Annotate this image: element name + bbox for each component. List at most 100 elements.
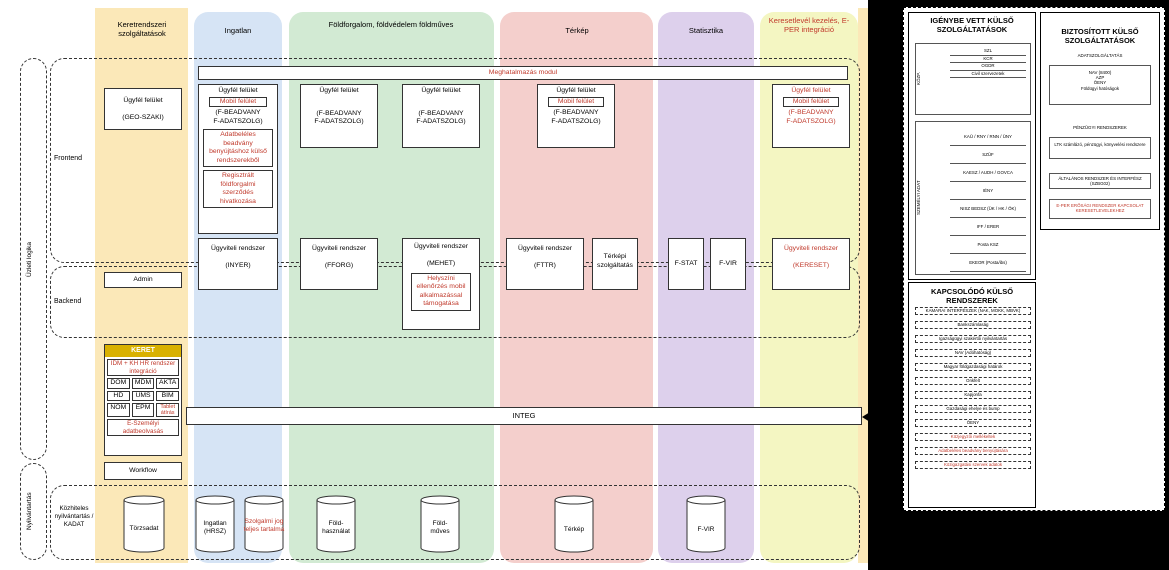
szemelyi-item: KAÜ / RNY / RNN / ÜNY — [950, 128, 1026, 146]
kapcs-item: Adatbeléles beadvány benyújtására — [915, 447, 1031, 455]
kapcs-item: Gazdasági ehelye és bump — [915, 405, 1031, 413]
biz-penzugy-box: LTK számlázó, pénzügyi, könyvelési rends… — [1049, 137, 1151, 159]
f-vir-box: F-VIR — [710, 238, 746, 290]
external-services-panel: IGÉNYBE VETT KÜLSŐ SZOLGÁLTATÁSOK KÖZP. … — [903, 7, 1165, 511]
keret-title: KERET — [105, 345, 181, 357]
kozp-item: OGDR — [950, 63, 1026, 71]
szemelyi-label: SZEMÉLYI ADAT — [916, 180, 921, 216]
e-szemelyi-adatbeolvasas: E-Személyi adatbeolvasás — [107, 419, 179, 436]
ugyviteli-kereset: Ügyviteli rendszer (KERESET) — [772, 238, 850, 290]
column-header-keret: Keretrendszeri szolgáltatások — [117, 20, 167, 38]
kapcs-item: KAMARAI INTERFÉSZEK (NAK, MOKK, MBVK) — [915, 307, 1031, 315]
biz-altalanos-box: ÁLTALÁNOS RENDSZER ÉS INTERFÉSZ (SZBG02) — [1049, 173, 1151, 189]
kapcsolodo-section: KAPCSOLÓDÓ KÜLSŐ RENDSZEREK KAMARAI INTE… — [908, 282, 1036, 508]
cylinder-ingatlan — [195, 495, 235, 553]
column-header-terkep: Térkép — [565, 26, 589, 35]
kozp-group: KÖZP. SZL KCR OGDR Civil szervezetek — [915, 43, 1031, 115]
beadvany-label: (F-BEADVANY F-ADATSZOLG) — [416, 109, 466, 126]
beadvany-label: (F-BEADVANY F-ADATSZOLG) — [786, 109, 836, 125]
integ-bar: INTEG — [186, 407, 862, 425]
mobil-felulet: Mobil felület — [548, 96, 604, 107]
cylinder-label-fvir: F-VIR — [697, 526, 715, 533]
biztositott-section: BIZTOSÍTOTT KÜLSŐ SZOLGÁLTATÁSOK ADATSZO… — [1040, 12, 1160, 230]
ugyfel-felulet-fold-1: Ügyfél felület (F-BEADVANY F-ADATSZOLG) — [300, 84, 378, 148]
lane-nyilvantartas — [20, 463, 47, 560]
szemelyi-item: SZÜF — [950, 146, 1026, 164]
keret-cell-ums: UMS — [131, 390, 155, 401]
column-header-ingatlan: Ingatlan — [224, 26, 252, 35]
ugyfel-felulet-label: Ügyfél felület — [556, 87, 596, 94]
ugyviteli-fttr: Ügyviteli rendszer (FTTR) — [506, 238, 584, 290]
kapcs-item: Magyar földgazdasági határok — [915, 363, 1031, 371]
szemelyi-group: SZEMÉLYI ADAT KAÜ / RNY / RNN / ÜNY SZÜF… — [915, 121, 1031, 275]
kozp-item: KCR — [950, 56, 1026, 63]
diagram-canvas: Keretrendszeri szolgáltatások Ingatlan F… — [0, 0, 868, 570]
szemelyi-item: IFF / ERER — [950, 218, 1026, 236]
cylinder-torzsadat — [123, 495, 165, 553]
szemelyi-item: NISZ BEDSZ (ÜK / HK / ÖK) — [950, 200, 1026, 218]
biz-penzugy-label: PÉNZÜGYI RENDSZEREK — [1073, 125, 1127, 130]
meghatalmazas-modul: Meghatalmazás modul — [198, 66, 848, 80]
beadvany-label: (F-BEADVANY F-ADATSZOLG) — [314, 109, 364, 126]
keret-cell-epm: EPM — [131, 403, 155, 417]
admin-box: Admin — [104, 272, 182, 288]
cylinder-label-foldhasznalat: Föld- használat — [322, 520, 350, 535]
kapcs-item: Közigazgatási szervek adatok — [915, 461, 1031, 469]
mobil-felulet: Mobil felület — [209, 96, 267, 107]
kapcs-item: Bankszámlaság — [915, 321, 1031, 329]
helyszini-ellenorzes-box: Helyszíni ellenőrzés mobil alkalmazással… — [411, 272, 471, 311]
keret-cell-nom: NOM — [107, 403, 130, 417]
biztositott-title: BIZTOSÍTOTT KÜLSŐ SZOLGÁLTATÁSOK — [1061, 27, 1139, 45]
szemelyi-item: KAESZ / AUDH / GOVCA — [950, 164, 1026, 182]
ugyviteli-mehet: Ügyviteli rendszer (MEHET) Helyszíni ell… — [402, 238, 480, 330]
cylinder-terkep — [554, 495, 594, 553]
kapcs-item: Igazságügyi szakértői nyilvántartás — [915, 335, 1031, 343]
kapcs-list: KAMARAI INTERFÉSZEK (NAK, MOKK, MBVK) Ba… — [915, 307, 1031, 469]
lane-label-backend: Backend — [54, 298, 82, 305]
kozp-item: Civil szervezetek — [950, 71, 1026, 78]
cylinder-foldhasznalat — [316, 495, 356, 553]
mobil-felulet: Mobil felület — [783, 96, 839, 107]
ugyfel-felulet-label: Ügyfél felület — [319, 87, 359, 94]
ugyfel-felulet-kereset: Ügyfél felület Mobil felület (F-BEADVANY… — [772, 84, 850, 148]
kapcs-item: Kapjonfa — [915, 391, 1031, 399]
cylinder-label-szolgalmi: Szolgalmi jog teljes tartalma — [243, 518, 285, 533]
beadvany-label: (F-BEADVANY F-ADATSZOLG) — [213, 109, 263, 125]
cylinder-fvir — [686, 495, 726, 553]
f-stat-box: F-STAT — [668, 238, 704, 290]
idm-integracio: IDM + KH HR rendszer integráció — [107, 359, 179, 376]
szemelyi-item: Posta KSZ — [950, 236, 1026, 254]
ugyfel-felulet-geo-szaki: Ügyfél felület (GEO-SZAKI) — [104, 88, 182, 130]
column-right-strip — [858, 8, 868, 563]
cylinder-label-terkep: Térkép — [563, 526, 585, 533]
column-header-fold: Földforgalom, földvédelem földműves — [328, 20, 454, 29]
keret-cell-akta: AKTA — [156, 378, 179, 389]
ugyfel-felulet-label: Ügyfél felület — [421, 87, 461, 94]
kapcs-item: Onkfelt — [915, 377, 1031, 385]
ugyfel-felulet-terkep: Ügyfél felület Mobil felület (F-BEADVANY… — [537, 84, 615, 148]
ugyviteli-inyer: Ügyviteli rendszer (INYER) — [198, 238, 278, 290]
regisztralt-box: Regisztrált földforgalmi szerződés hivat… — [203, 170, 273, 208]
kozp-list: SZL KCR OGDR Civil szervezetek — [950, 48, 1026, 78]
szemelyi-list: KAÜ / RNY / RNN / ÜNY SZÜF KAESZ / AUDH … — [950, 128, 1026, 272]
lane-label-frontend: Frontend — [54, 155, 83, 162]
kapcs-item: NAV (Adóhatóság) — [915, 349, 1031, 357]
integ-arrow — [862, 412, 906, 422]
keret-cell-hd: HD — [107, 390, 130, 401]
igenybe-vett-title: IGÉNYBE VETT KÜLSŐ SZOLGÁLTATÁSOK — [930, 16, 1014, 34]
igenybe-vett-section: IGÉNYBE VETT KÜLSŐ SZOLGÁLTATÁSOK KÖZP. … — [908, 12, 1036, 280]
keret-cell-dom: DOM — [107, 378, 130, 389]
ugyfel-felulet-ingatlan: Ügyfél felület Mobil felület (F-BEADVANY… — [198, 84, 278, 234]
beadvany-label: (F-BEADVANY F-ADATSZOLG) — [551, 109, 601, 125]
ugyviteli-label: Ügyviteli rendszer (MEHET) — [413, 243, 469, 267]
keret-grid: DOM MDM AKTA HD UMS BIM NOM EPM Tablet á… — [107, 378, 179, 417]
biz-adatszolg-label: ADATSZOLGÁLTATÁS — [1077, 53, 1123, 58]
kapcsolodo-title: KAPCSOLÓDÓ KÜLSŐ RENDSZEREK — [930, 287, 1014, 305]
kapcs-item: Közjegyzői mellékeltek — [915, 433, 1031, 441]
biz-adatszolg-box: NAV (8400) AZP ÖENY Földügyi hatóságok — [1049, 65, 1151, 105]
cylinder-szolgalmi — [244, 495, 284, 553]
lane-nyilvantartas-data — [50, 485, 860, 560]
cylinder-label-torzsadat: Törzsadat — [129, 525, 159, 532]
column-header-kereset: Keresetlevél kezelés, E-PER integráció — [768, 16, 850, 34]
szemelyi-item: EKEOR (Posta/ibs) — [950, 254, 1026, 272]
